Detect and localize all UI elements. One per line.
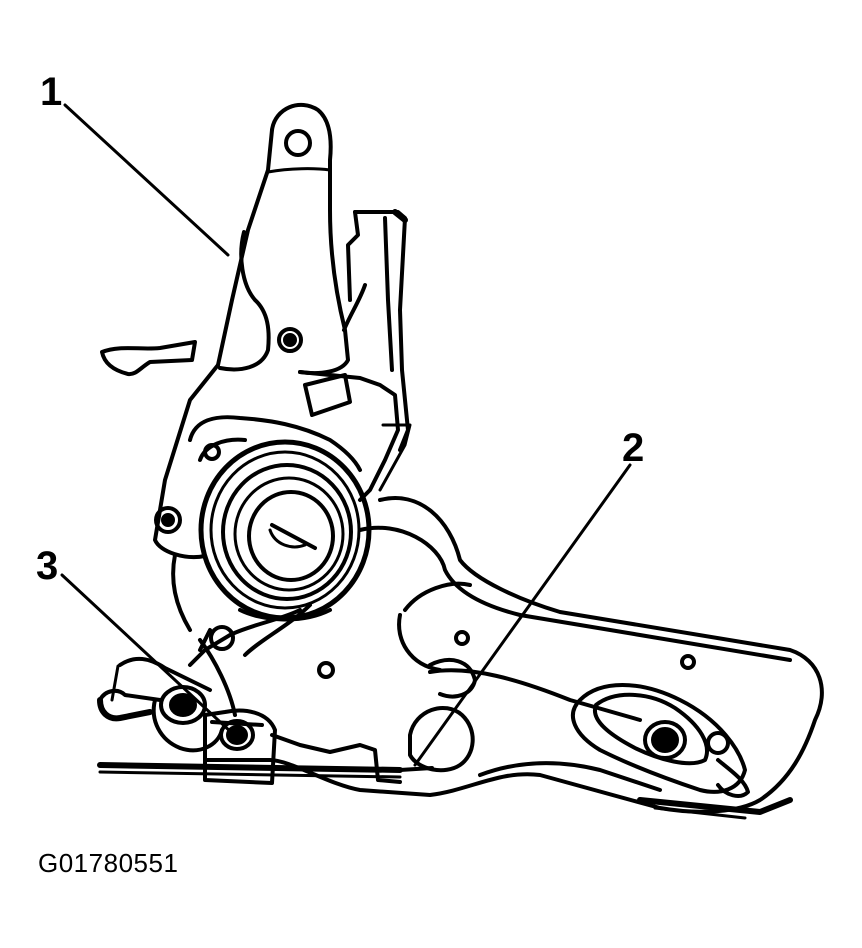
cable-rod (97, 762, 434, 779)
pivot-boss (408, 658, 477, 773)
upper-lever (216, 102, 367, 376)
leader-line-3 (60, 573, 234, 735)
upright-bracket (346, 209, 410, 452)
spring-tail (188, 603, 312, 667)
callout-3: 3 (36, 544, 59, 588)
leader-line-2 (413, 463, 632, 767)
spring-housing (153, 363, 412, 632)
callout-1: 1 (40, 70, 63, 114)
callout-2: 2 (622, 426, 645, 470)
left-tab (100, 340, 197, 377)
lower-pivot (97, 638, 237, 753)
bolt (219, 719, 255, 751)
leader-lines (60, 103, 632, 767)
leader-line-1 (63, 103, 230, 257)
clock-spring (198, 439, 372, 622)
base-plate (203, 496, 824, 820)
plate-holes (317, 630, 696, 679)
figure-id: G01780551 (38, 848, 179, 878)
right-stud (643, 720, 750, 798)
stud-pocket (570, 683, 747, 794)
